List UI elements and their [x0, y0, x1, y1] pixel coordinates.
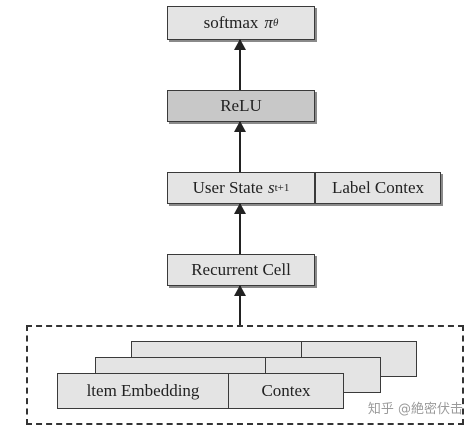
arrow-relu-to-softmax	[234, 39, 246, 90]
softmax-policy-symbol: π	[264, 13, 273, 32]
user-state-symbol: s	[267, 178, 275, 197]
arrow-recurrent-cell-to-user-state	[234, 203, 246, 254]
item-embedding-label: ltem Embedding	[86, 381, 200, 400]
label-context-label: Label Contex	[331, 178, 425, 197]
stacked-input-divider-back	[301, 341, 303, 357]
context-node: Contex	[228, 373, 344, 409]
arrow-user-state-to-relu	[234, 121, 246, 172]
stacked-input-divider-middle	[265, 357, 267, 373]
user-state-label: User State	[192, 178, 263, 197]
relu-label: ReLU	[220, 96, 262, 115]
watermark-text: 知乎 @絶密伏击	[367, 402, 463, 417]
recurrent-cell-label: Recurrent Cell	[191, 260, 291, 279]
arrow-inputs-to-recurrent-cell	[234, 285, 246, 326]
input-sequence-group	[26, 325, 464, 425]
label-context-node: Label Contex	[315, 172, 441, 204]
recurrent-cell-node: Recurrent Cell	[167, 254, 315, 286]
relu-node: ReLU	[167, 90, 315, 122]
softmax-policy-subscript: θ	[272, 17, 279, 29]
user-state-subscript: t+1	[274, 182, 290, 194]
item-embedding-node: ltem Embedding	[57, 373, 229, 409]
softmax-label: softmax	[203, 13, 259, 32]
context-label: Contex	[261, 381, 311, 400]
